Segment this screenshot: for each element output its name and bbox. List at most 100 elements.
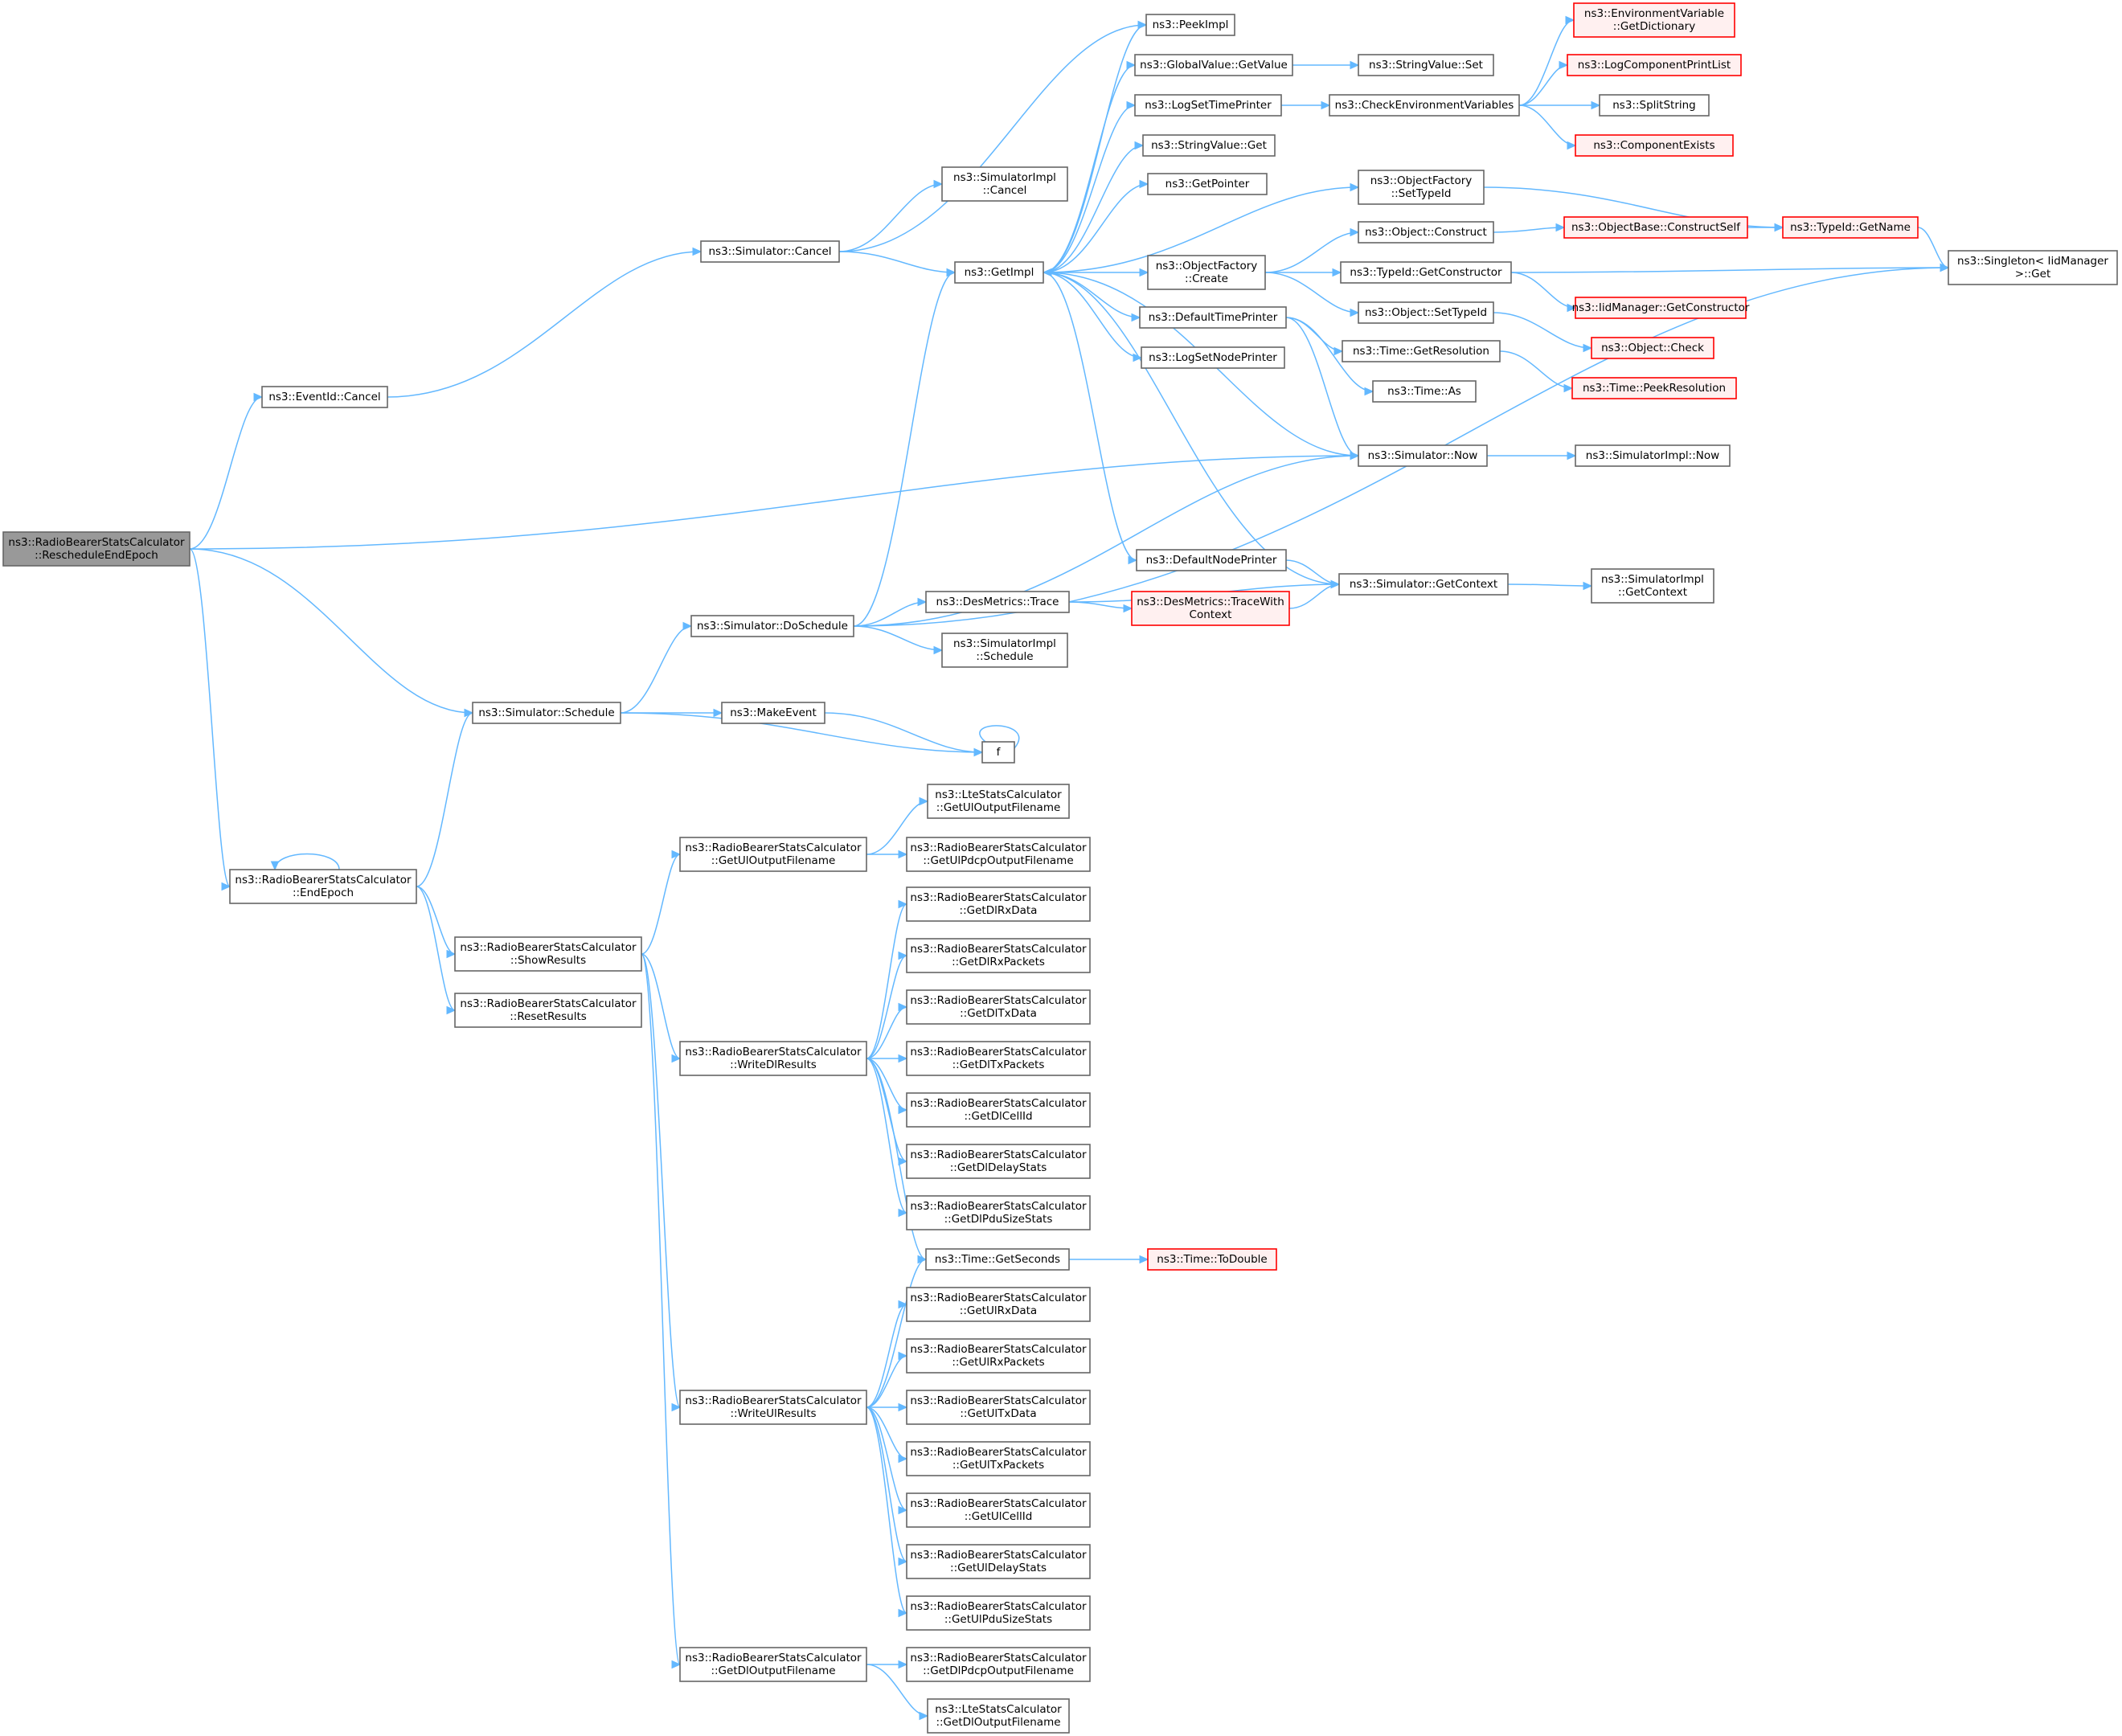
node-makeevent[interactable]: ns3::MakeEvent [721, 702, 825, 724]
node-logsettimeprinter[interactable]: ns3::LogSetTimePrinter [1134, 94, 1282, 117]
node-singleton-get[interactable]: ns3::Singleton< IidManager >::Get [1948, 250, 2118, 285]
node-getuloutputfilename[interactable]: ns3::RadioBearerStatsCalculator::GetUlOu… [679, 837, 867, 872]
node-label: ns3::RadioBearerStatsCalculator [910, 841, 1087, 854]
node-gv-getvalue[interactable]: ns3::GlobalValue::GetValue [1134, 54, 1293, 76]
node-writeulresults[interactable]: ns3::RadioBearerStatsCalculator::WriteUl… [679, 1390, 867, 1425]
edge-showresults-to-writedlresults [641, 953, 682, 1063]
node-sim-schedule[interactable]: ns3::Simulator::Schedule [472, 702, 621, 724]
node-simimpl-now[interactable]: ns3::SimulatorImpl::Now [1575, 444, 1731, 467]
node-envvar-getdict[interactable]: ns3::EnvironmentVariable::GetDictionary [1573, 2, 1735, 38]
node-getdlpdcpoutputfilename[interactable]: ns3::RadioBearerStatsCalculator::GetDlPd… [906, 1647, 1091, 1682]
node-label: ns3::Simulator::Cancel [708, 245, 831, 258]
node-of-create[interactable]: ns3::ObjectFactory::Create [1147, 255, 1266, 290]
node-box [906, 1595, 1091, 1631]
node-label: ns3::RadioBearerStatsCalculator [910, 943, 1087, 956]
node-box [1573, 2, 1735, 38]
node-simimpl-cancel[interactable]: ns3::SimulatorImpl::Cancel [941, 166, 1068, 202]
node-strval-set[interactable]: ns3::StringValue::Set [1358, 54, 1494, 76]
node-box [1571, 377, 1737, 399]
node-logcomp-printlist[interactable]: ns3::LogComponentPrintList [1567, 54, 1742, 76]
node-lte-getdloutputfilename[interactable]: ns3::LteStatsCalculator::GetDlOutputFile… [927, 1698, 1070, 1734]
node-label: ns3::LogComponentPrintList [1578, 59, 1731, 72]
node-obj-construct[interactable]: ns3::Object::Construct [1358, 221, 1494, 244]
node-showresults[interactable]: ns3::RadioBearerStatsCalculator::ShowRes… [454, 936, 642, 972]
node-defaultnodeprinter[interactable]: ns3::DefaultNodePrinter [1136, 549, 1287, 571]
node-box [1147, 173, 1268, 195]
node-eventid-cancel[interactable]: ns3::EventId::Cancel [261, 386, 388, 408]
node-typeid-getname[interactable]: ns3::TypeId::GetName [1782, 216, 1919, 239]
node-splitstring[interactable]: ns3::SplitString [1599, 94, 1710, 117]
node-time-getseconds[interactable]: ns3::Time::GetSeconds [925, 1248, 1070, 1271]
node-box [690, 615, 854, 637]
node-obj-check[interactable]: ns3::Object::Check [1591, 337, 1714, 359]
node-box [941, 633, 1068, 668]
node-resetresults[interactable]: ns3::RadioBearerStatsCalculator::ResetRe… [454, 993, 642, 1028]
node-iidmgr-getconstructor[interactable]: ns3::IidManager::GetConstructor [1572, 297, 1750, 319]
node-getdlrxdata[interactable]: ns3::RadioBearerStatsCalculator::GetDlRx… [906, 886, 1091, 922]
edge-time-getseconds-to-time-todouble [1069, 1255, 1149, 1264]
node-getdlcellid[interactable]: ns3::RadioBearerStatsCalculator::GetDlCe… [906, 1092, 1091, 1128]
node-getdlpdusizestats[interactable]: ns3::RadioBearerStatsCalculator::GetDlPd… [906, 1195, 1091, 1230]
edge-showresults-to-getdloutputfilename [641, 953, 682, 1669]
edge-of-create-to-obj-construct [1264, 227, 1360, 273]
node-label: ns3::RadioBearerStatsCalculator [460, 997, 637, 1010]
node-lte-getuloutputfilename[interactable]: ns3::LteStatsCalculator::GetUlOutputFile… [927, 784, 1070, 819]
node-f[interactable]: f [981, 741, 1015, 764]
node-getultxpackets[interactable]: ns3::RadioBearerStatsCalculator::GetUlTx… [906, 1441, 1091, 1476]
node-box [454, 936, 642, 972]
node-getulrxdata[interactable]: ns3::RadioBearerStatsCalculator::GetUlRx… [906, 1287, 1091, 1322]
node-sim-doschedule[interactable]: ns3::Simulator::DoSchedule [690, 615, 854, 637]
node-sim-getcontext[interactable]: ns3::Simulator::GetContext [1338, 573, 1509, 596]
node-defaulttimeprinter[interactable]: ns3::DefaultTimePrinter [1139, 306, 1287, 329]
node-simimpl-schedule[interactable]: ns3::SimulatorImpl::Schedule [941, 633, 1068, 668]
node-label: ns3::RadioBearerStatsCalculator [910, 1046, 1087, 1058]
node-getdlrxpackets[interactable]: ns3::RadioBearerStatsCalculator::GetDlRx… [906, 938, 1091, 973]
node-getulpdusizestats[interactable]: ns3::RadioBearerStatsCalculator::GetUlPd… [906, 1595, 1091, 1631]
node-getulpdcpoutputfilename[interactable]: ns3::RadioBearerStatsCalculator::GetUlPd… [906, 837, 1091, 872]
node-checkenv[interactable]: ns3::CheckEnvironmentVariables [1329, 94, 1520, 117]
node-endepoch[interactable]: ns3::RadioBearerStatsCalculator::EndEpoc… [229, 869, 417, 904]
node-typeid-getconstructor[interactable]: ns3::TypeId::GetConstructor [1340, 261, 1512, 284]
node-getulcellid[interactable]: ns3::RadioBearerStatsCalculator::GetUlCe… [906, 1492, 1091, 1528]
node-label: ::RescheduleEndEpoch [35, 549, 158, 562]
node-writedlresults[interactable]: ns3::RadioBearerStatsCalculator::WriteDl… [679, 1041, 867, 1076]
node-getpointer[interactable]: ns3::GetPointer [1147, 173, 1268, 195]
node-sim-now[interactable]: ns3::Simulator::Now [1358, 444, 1488, 467]
node-label: Context [1190, 608, 1232, 621]
node-obj-settypeid[interactable]: ns3::Object::SetTypeId [1358, 301, 1494, 324]
node-getulrxpackets[interactable]: ns3::RadioBearerStatsCalculator::GetUlRx… [906, 1338, 1091, 1374]
node-root[interactable]: ns3::RadioBearerStatsCalculator::Resched… [2, 531, 190, 567]
node-time-peekresolution[interactable]: ns3::Time::PeekResolution [1571, 377, 1737, 399]
node-simimpl-getcontext[interactable]: ns3::SimulatorImpl::GetContext [1591, 568, 1714, 604]
node-getdltxpackets[interactable]: ns3::RadioBearerStatsCalculator::GetDlTx… [906, 1041, 1091, 1076]
node-peekimpl[interactable]: ns3::PeekImpl [1145, 14, 1235, 36]
node-getdloutputfilename[interactable]: ns3::RadioBearerStatsCalculator::GetDlOu… [679, 1647, 867, 1682]
node-box [906, 1338, 1091, 1374]
edge-sim-doschedule-to-desmetrics-trace [853, 597, 928, 627]
node-getultxdata[interactable]: ns3::RadioBearerStatsCalculator::GetUlTx… [906, 1390, 1091, 1425]
node-compexists[interactable]: ns3::ComponentExists [1575, 134, 1734, 157]
node-time-getresolution[interactable]: ns3::Time::GetResolution [1342, 340, 1501, 362]
node-sim-cancel[interactable]: ns3::Simulator::Cancel [700, 240, 840, 263]
node-getdldelaystats[interactable]: ns3::RadioBearerStatsCalculator::GetDlDe… [906, 1144, 1091, 1179]
node-label: ::Schedule [976, 650, 1033, 663]
node-box [1358, 54, 1494, 76]
edge-getuloutputfilename-to-lte-getuloutputfilename [866, 796, 929, 855]
node-desmetrics-trace[interactable]: ns3::DesMetrics::Trace [925, 591, 1070, 613]
node-time-as[interactable]: ns3::Time::As [1372, 380, 1477, 403]
node-box [906, 1441, 1091, 1476]
node-getdltxdata[interactable]: ns3::RadioBearerStatsCalculator::GetDlTx… [906, 989, 1091, 1025]
node-of-settypeid[interactable]: ns3::ObjectFactory::SetTypeId [1358, 170, 1485, 205]
node-label: ::GetDlTxPackets [952, 1058, 1045, 1071]
node-label: ns3::GetImpl [965, 266, 1034, 279]
node-objbase-constructself[interactable]: ns3::ObjectBase::ConstructSelf [1563, 216, 1748, 239]
node-strval-get[interactable]: ns3::StringValue::Get [1142, 134, 1276, 157]
node-label: ::GetDlRxPackets [952, 956, 1045, 968]
node-time-todouble[interactable]: ns3::Time::ToDouble [1147, 1248, 1277, 1271]
node-label: ::GetDlDelayStats [950, 1161, 1047, 1174]
node-getuldelaystats[interactable]: ns3::RadioBearerStatsCalculator::GetUlDe… [906, 1544, 1091, 1579]
node-getimpl[interactable]: ns3::GetImpl [954, 261, 1044, 284]
node-logsetnodeprinter[interactable]: ns3::LogSetNodePrinter [1141, 346, 1285, 369]
